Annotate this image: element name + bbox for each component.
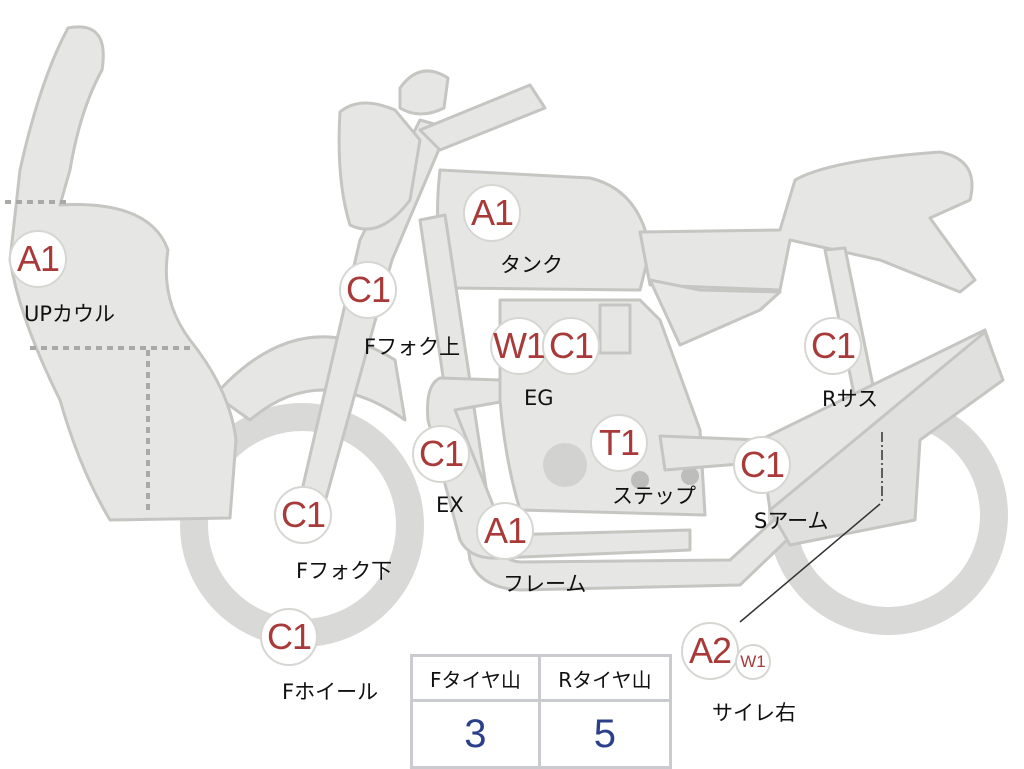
exhaust-code: C1 — [412, 425, 470, 483]
silencer-right-code-a2: A2 — [681, 622, 739, 680]
rear-fender-shape — [648, 278, 782, 347]
step-label: ステップ — [612, 484, 696, 508]
silencer-right-code-w1: W1 — [735, 644, 771, 680]
f-fork-lower-code: C1 — [274, 486, 332, 544]
exhaust-label: EX — [436, 493, 464, 517]
silencer-leader-line — [739, 503, 881, 623]
f-fork-upper-code: C1 — [339, 261, 397, 319]
engine-label: EG — [524, 386, 554, 410]
silencer-shape — [768, 330, 1005, 547]
r-suspension-code: C1 — [804, 317, 862, 375]
engine-code-w1: W1 — [490, 317, 548, 375]
frame-label: フレーム — [503, 572, 587, 596]
tire-table-header-row: Fタイヤ山 Rタイヤ山 — [410, 654, 673, 702]
frame-code: A1 — [476, 502, 534, 560]
f-wheel-label: Fホイール — [282, 680, 379, 704]
seat-shape — [638, 150, 977, 294]
r-suspension-label: Rサス — [822, 387, 879, 411]
swing-arm-label: Sアーム — [754, 509, 829, 533]
step-code: T1 — [590, 414, 648, 472]
f-fork-lower-label: Fフォク下 — [296, 559, 393, 583]
step-peg-right — [681, 467, 699, 485]
tank-code: A1 — [463, 184, 521, 242]
f-fork-upper-label: Fフォク上 — [364, 335, 461, 359]
engine-cover — [543, 443, 587, 487]
engine-code-c1: C1 — [542, 317, 600, 375]
tank-label: タンク — [500, 253, 563, 277]
f-wheel-code: C1 — [260, 608, 318, 666]
rear-tire-value: 5 — [537, 699, 673, 769]
mirror-shape — [398, 69, 450, 116]
silencer-right-label: サイレ右 — [712, 701, 796, 725]
engine-head-shape — [598, 303, 632, 355]
step-peg-left — [631, 471, 649, 489]
up-cowl-code: A1 — [9, 230, 67, 288]
tire-tread-table: Fタイヤ山 Rタイヤ山 3 5 — [410, 654, 673, 769]
front-tire-value: 3 — [410, 699, 541, 769]
front-tire-header: Fタイヤ山 — [410, 654, 541, 702]
headlight-shape — [337, 101, 422, 231]
tire-table-value-row: 3 5 — [410, 699, 673, 769]
up-cowl-label: UPカウル — [24, 302, 116, 326]
rear-tire-header: Rタイヤ山 — [537, 654, 673, 702]
handlebar-shape — [418, 83, 547, 152]
swing-arm-code: C1 — [733, 436, 791, 494]
up-cowl-shape — [8, 25, 238, 522]
